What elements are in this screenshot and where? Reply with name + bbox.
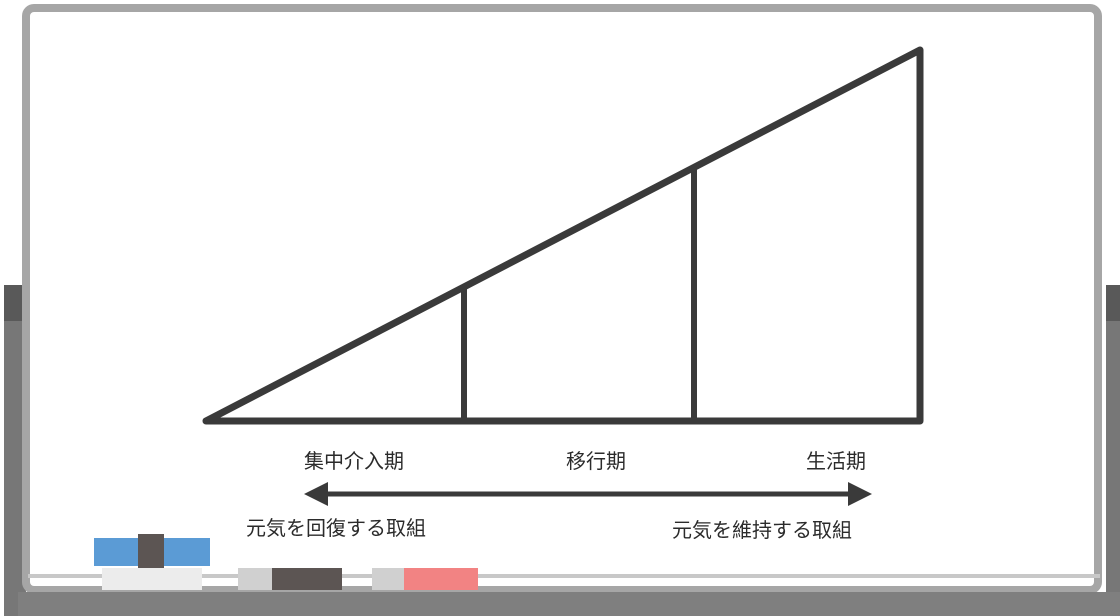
eraser-handle xyxy=(138,534,164,568)
marker-red xyxy=(404,568,478,590)
arrow-label-recover: 元気を回復する取組 xyxy=(246,516,426,540)
board-stand-right xyxy=(1106,285,1120,616)
stand-cap-right xyxy=(1106,285,1120,321)
board-tray xyxy=(18,592,1120,616)
arrow-head-right xyxy=(848,482,872,506)
phase-label-intensive: 集中介入期 xyxy=(304,449,404,473)
marker-dark-cap xyxy=(238,568,272,590)
marker-dark xyxy=(272,568,342,590)
phase-label-living: 生活期 xyxy=(806,449,866,473)
phase-label-transition: 移行期 xyxy=(566,449,626,473)
board-ledge xyxy=(28,574,1100,578)
phase-triangle xyxy=(202,46,924,425)
arrow-label-maintain: 元気を維持する取組 xyxy=(672,518,852,542)
board-stand-left xyxy=(4,285,26,616)
stand-cap-left xyxy=(4,285,26,321)
arrow-head-left xyxy=(304,482,328,506)
eraser-base xyxy=(102,568,202,590)
marker-red-cap xyxy=(372,568,404,590)
